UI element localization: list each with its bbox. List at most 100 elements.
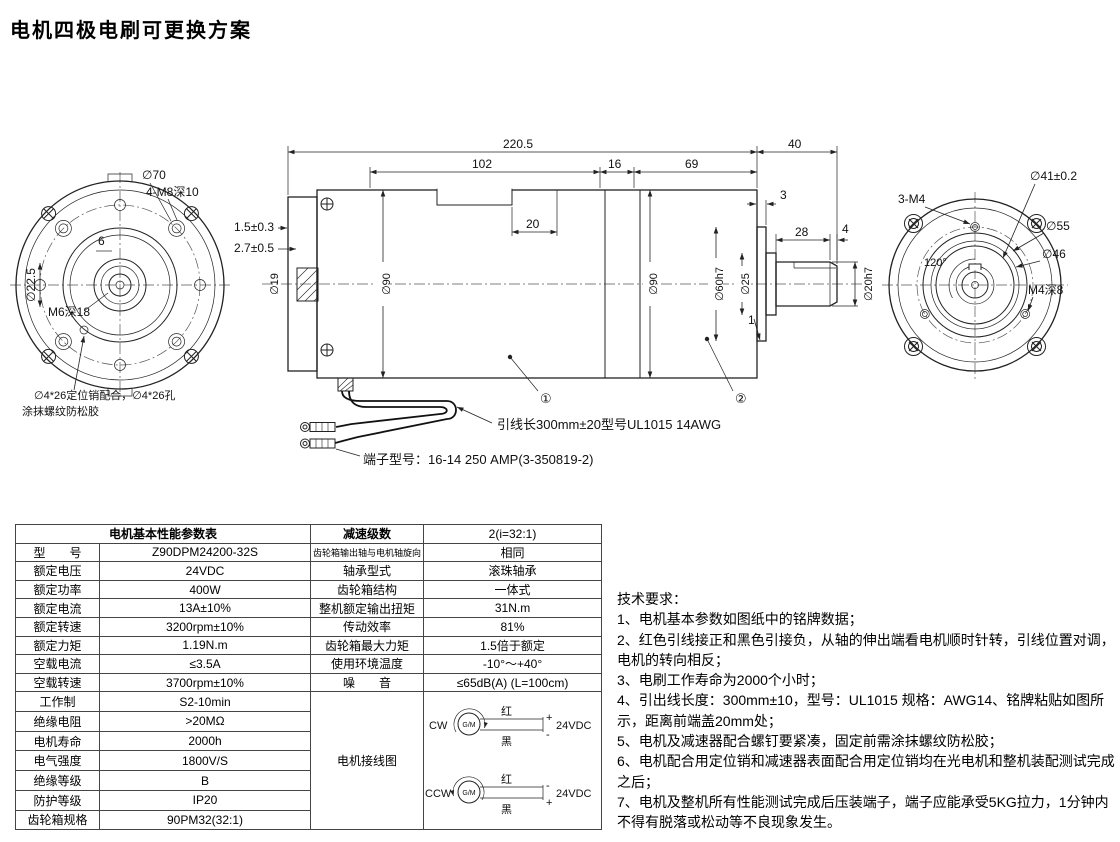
polarity-sign: + [546,712,552,724]
spec-label: 传动效率 [309,616,425,637]
spec-value: 13A±10% [99,598,311,618]
spec-label: 整机额定输出扭矩 [309,598,425,618]
tech-item: 2、红色引线接正和黑色引接负，从轴的伸出端看电机顺时针转，引线位置对调，电机的转… [617,631,1115,668]
reduction-stages-value: 2(i=32:1) [423,524,603,544]
ear-screws [904,214,1046,356]
spec-label: 额定电流 [15,598,100,618]
spec-label: 电机寿命 [15,730,100,752]
dim-4m8-deep10: 4-M8深10 [146,185,199,199]
spec-value: 31N.m [423,598,603,618]
dim-40: 40 [788,137,802,151]
terminal-lug [300,422,336,432]
black-wire-label: 黑 [501,803,512,816]
table-row: 电机寿命 2000h [15,730,602,752]
front-view: ∅70 4-M8深10 6 ∅22.5 M6深18 ∅4*26定位销配合，∅4*… [10,168,233,418]
spec-value: >20MΩ [99,711,311,732]
dim-phi70: ∅70 [142,168,166,182]
spec-label: 空载电流 [15,654,100,674]
mounting-screws [41,206,199,364]
rear-view: 120° ∅41±0.2 3-M4 ∅55 ∅46 M4深8 [882,169,1077,380]
dim-phi19: ∅19 [269,273,281,295]
spec-value: ≤3.5A [99,654,311,674]
polarity-sign: - [546,780,550,792]
spec-value: 1.19N.m [99,635,311,656]
dim-phi22-5: ∅22.5 [24,268,38,302]
spec-label: 绝缘等级 [15,770,100,791]
spec-value: 相同 [423,542,603,563]
dim-tol-2-7: 2.7±0.5 [234,241,274,255]
spec-label: 工作制 [15,691,100,713]
spec-label: 额定功率 [15,579,100,600]
spec-value: B [99,770,311,791]
side-view: ∅19 1.5±0.3 2.7±0.5 3 28 4 1 ∅60h7 ∅25 [234,137,875,467]
tech-item: 4、引出线长度：300mm±10，型号：UL1015 规格：AWG14、铭牌粘贴… [617,692,1105,729]
dim-4: 4 [842,222,849,236]
spec-value: 24VDC [99,561,311,581]
terminal-model-note: 端子型号：16-14 250 AMP(3-350819-2) [363,452,594,467]
spec-label: 电气强度 [15,750,100,772]
thread-glue-note: 涂抹螺纹防松胶 [22,404,99,418]
tech-item: 7、电机及整机所有性能测试完成后压装端子，端子应能承受5KG拉力，1分钟内不得有… [617,793,1109,831]
wiring-diagram-label: 电机接线图 [309,691,425,831]
dim-tol-1-5: 1.5±0.3 [234,220,274,234]
spec-value: 3200rpm±10% [99,616,311,637]
dim-phi60h7: ∅60h7 [714,267,726,301]
page-title: 电机四极电刷可更换方案 [10,20,252,42]
spec-label: 额定转速 [15,616,100,637]
callout-2-gearbox: ② [735,391,747,406]
wiring-diagram: CW G/M 红 + 黑 - 24VDC CCW G/M [425,705,592,816]
dim-m4-deep8: M4深8 [1028,283,1064,297]
table-row: 电气强度 1800V/S [15,750,602,772]
dim-phi20h7: ∅20h7 [863,267,875,301]
dim-102: 102 [472,157,492,171]
spec-label: 额定电压 [15,561,100,581]
spec-value: 滚珠轴承 [423,561,603,581]
spec-value: 1.5倍于额定 [423,635,603,656]
spec-value: 一体式 [423,579,603,600]
dim-phi41: ∅41±0.2 [1030,169,1077,183]
m4-holes [919,222,1031,319]
polarity-sign: + [546,797,552,809]
spec-label: 空载转速 [15,672,100,693]
wiring-diagram-cell: CW G/M 红 + 黑 - 24VDC CCW G/M [423,691,603,831]
cw-label: CW [429,720,448,732]
spec-label: 齿轮箱输出轴与电机轴旋向 [309,542,425,563]
dim-phi46: ∅46 [1042,247,1066,261]
table-row: 防护等级 IP20 [15,789,602,811]
polarity-sign: - [546,729,550,741]
tech-item: 1、电机基本参数如图纸中的铭牌数据； [617,611,863,628]
tech-requirements: 技术要求： 1、电机基本参数如图纸中的铭牌数据； 2、红色引线接正和黑色引接负，… [617,589,1117,833]
ccw-label: CCW [425,788,452,800]
spec-label: 齿轮箱规格 [15,809,100,831]
table-row: 空载电流 ≤3.5A 使用环境温度 -10°～+40° [15,654,603,674]
spec-table: 电机基本性能参数表 减速级数 2(i=32:1) 型 号 Z90DPM24200… [15,524,603,831]
dim-220-5: 220.5 [503,137,533,151]
wire-length-note: 引线长300mm±20型号UL1015 14AWG [497,417,721,432]
black-wire-label: 黑 [501,735,512,748]
spec-label: 绝缘电阻 [15,711,100,732]
spec-label: 噪 音 [309,672,425,693]
spec-value: 1800V/S [99,750,311,772]
spec-value: 2000h [99,730,311,752]
lead-wire [335,390,448,428]
dim-phi55: ∅55 [1046,219,1070,233]
table-row: 空载转速 3700rpm±10% 噪 音 ≤65dB(A) (L=100cm) [15,672,603,693]
spec-value: IP20 [99,789,311,811]
spec-label: 使用环境温度 [309,654,425,674]
motor-symbol-label: G/M [462,790,475,797]
table-row: 额定力矩 1.19N.m 齿轮箱最大力矩 1.5倍于额定 [15,635,603,656]
spec-value: 400W [99,579,311,600]
table-row: 齿轮箱规格 90PM32(32:1) [15,809,602,831]
spec-label: 齿轮箱结构 [309,579,425,600]
table-header-row: 电机基本性能参数表 减速级数 2(i=32:1) [15,524,603,544]
table-title: 电机基本性能参数表 [15,524,311,544]
tech-item: 3、电刷工作寿命为2000个小时； [617,672,824,689]
voltage-label: 24VDC [556,788,592,800]
dim-phi90-motor: ∅90 [381,273,393,295]
table-row: 工作制 S2-10min 电机接线图 CW G/M 红 + 黑 - 24VD [15,691,603,831]
dim-120deg: 120° [924,257,947,269]
lead-wire [334,390,457,444]
dim-6: 6 [98,234,105,248]
spec-label: 齿轮箱最大力矩 [309,635,425,656]
table-row: 绝缘等级 B [15,770,602,791]
